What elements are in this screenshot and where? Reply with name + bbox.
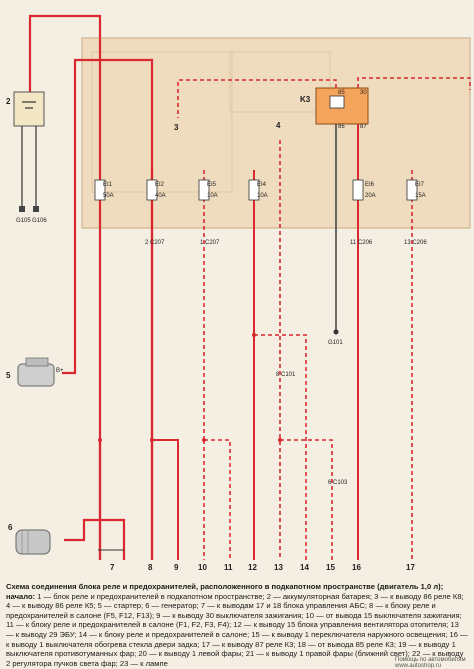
junction-dot bbox=[252, 333, 256, 337]
fuse-ei4 bbox=[248, 179, 260, 201]
fuse-rating-ei7: 15A bbox=[415, 193, 426, 199]
caption-body: 1 — блок реле и предохранителей в подкап… bbox=[6, 591, 468, 668]
wire-14-15 bbox=[280, 439, 333, 560]
fuse-name-ei5: EI5 bbox=[207, 182, 217, 188]
connector-c207-2: 2 C207 bbox=[145, 240, 165, 246]
fuse-rating-ei1: 50A bbox=[103, 193, 114, 199]
label-pin-86: 86 bbox=[338, 124, 345, 130]
diagram-caption: Схема соединения блока реле и предохрани… bbox=[6, 582, 468, 668]
bottom-number-16: 16 bbox=[352, 563, 361, 572]
wire-battery-top bbox=[28, 14, 102, 560]
bottom-number-13: 13 bbox=[274, 563, 283, 572]
fuse-name-ei7: EI7 bbox=[415, 182, 425, 188]
fuse-ei7 bbox=[406, 179, 418, 201]
fuse-name-ei6: EI6 bbox=[365, 182, 375, 188]
junction-dot bbox=[98, 438, 102, 442]
junction-dot bbox=[278, 438, 282, 442]
label-component-6: 6 bbox=[8, 523, 13, 532]
bottom-number-9: 9 bbox=[174, 563, 179, 572]
bottom-number-7: 7 bbox=[110, 563, 115, 572]
bottom-number-12: 12 bbox=[248, 563, 257, 572]
relay-box-inner bbox=[91, 51, 233, 193]
ground-terminal-1 bbox=[19, 206, 25, 212]
fuse-name-ei1: EI1 bbox=[103, 182, 113, 188]
label-component-4: 4 bbox=[276, 121, 281, 130]
fuse-rating-ei4: 10A bbox=[257, 193, 268, 199]
fuse-ei5 bbox=[198, 179, 210, 201]
fuse-name-ei2: EI2 bbox=[155, 182, 165, 188]
fuse-ei1 bbox=[94, 179, 106, 201]
wire-12-13 bbox=[254, 334, 307, 560]
bottom-number-15: 15 bbox=[326, 563, 335, 572]
fuse-ei2 bbox=[146, 179, 158, 201]
label-pin-30: 30 bbox=[360, 90, 367, 96]
bottom-number-17: 17 bbox=[406, 563, 415, 572]
fuse-ei6 bbox=[352, 179, 364, 201]
junction-dot bbox=[150, 438, 154, 442]
wire-generator bbox=[64, 518, 126, 560]
bottom-number-14: 14 bbox=[300, 563, 309, 572]
label-component-5: 5 bbox=[6, 371, 11, 380]
ground-g101 bbox=[333, 329, 339, 335]
wire-k3-to-3 bbox=[177, 79, 337, 118]
label-pin-85: 85 bbox=[338, 90, 345, 96]
label-ground-g105: G105 bbox=[16, 218, 31, 224]
relay-k3-coil bbox=[329, 95, 345, 109]
connector-c206-11: 11 C206 bbox=[350, 240, 373, 246]
caption-title: Схема соединения блока реле и предохрани… bbox=[6, 582, 444, 601]
ground-terminal-2 bbox=[33, 206, 39, 212]
relay-box-inner-2 bbox=[229, 51, 331, 113]
junction-dot bbox=[202, 438, 206, 442]
wire-10-to-11 bbox=[204, 439, 231, 560]
bottom-number-10: 10 bbox=[198, 563, 207, 572]
connector-c103: 6 C103 bbox=[328, 480, 348, 486]
battery bbox=[13, 91, 45, 127]
bottom-number-11: 11 bbox=[224, 563, 233, 572]
fuse-name-ei4: EI4 bbox=[257, 182, 267, 188]
label-starter-pin: B+ bbox=[56, 368, 64, 374]
fuse-rating-ei2: 40A bbox=[155, 193, 166, 199]
fuse-rating-ei6: 20A bbox=[365, 193, 376, 199]
label-ground-g106: G106 bbox=[32, 218, 47, 224]
label-ground-g101: G101 bbox=[328, 340, 343, 346]
starter-solenoid bbox=[25, 357, 49, 367]
wire-k3-30 bbox=[357, 77, 471, 90]
wire-ei2-to-9 bbox=[152, 439, 179, 560]
bottom-number-8: 8 bbox=[148, 563, 153, 572]
starter-motor bbox=[17, 363, 55, 387]
connector-c207-1: 1 C207 bbox=[200, 240, 220, 246]
connector-c101: 8 C101 bbox=[276, 372, 296, 378]
watermark: Помощь по автомобилям www.autoshop.ru bbox=[395, 657, 466, 669]
label-pin-87: 87 bbox=[360, 124, 367, 130]
fuse-rating-ei5: 10A bbox=[207, 193, 218, 199]
label-component-3: 3 bbox=[174, 123, 179, 132]
label-relay-k3: K3 bbox=[300, 95, 311, 104]
label-component-2: 2 bbox=[6, 97, 11, 106]
generator bbox=[15, 529, 51, 555]
connector-c206-13: 13 C206 bbox=[404, 240, 427, 246]
